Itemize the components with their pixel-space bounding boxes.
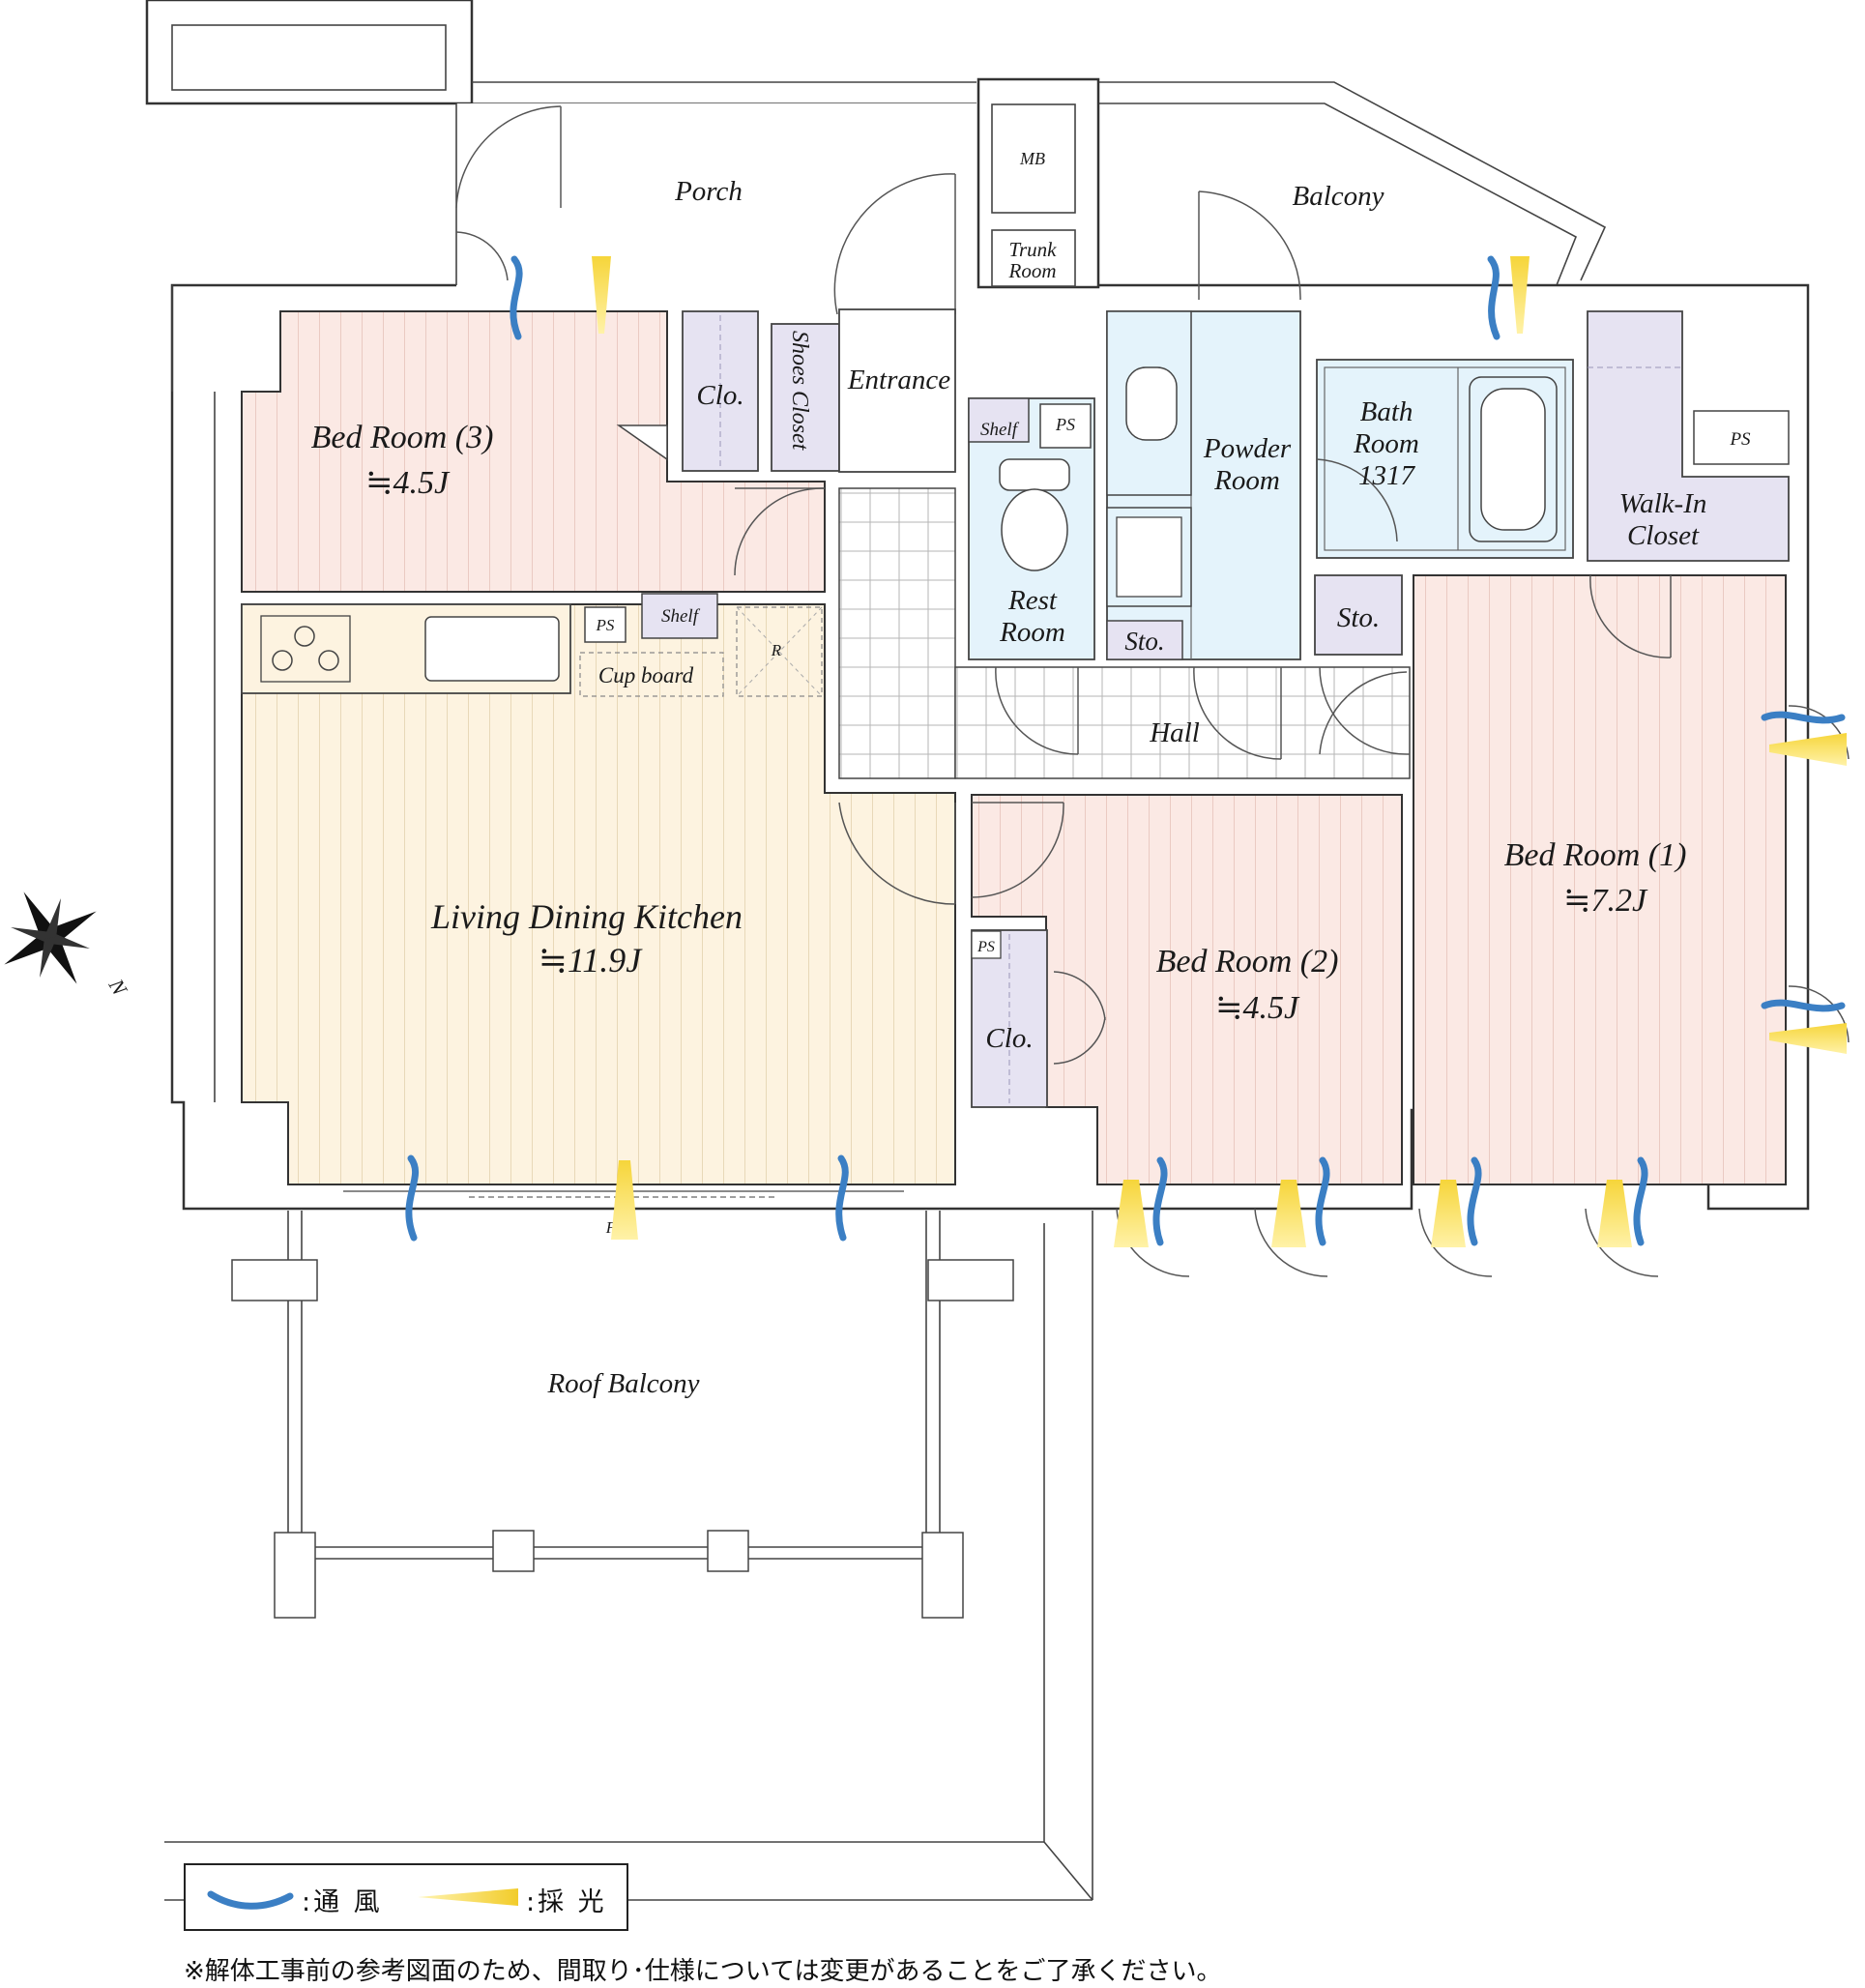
rest-shelf-label: Shelf xyxy=(980,420,1020,440)
bath-room-label-1: Bath xyxy=(1360,396,1413,427)
light-legend-icon xyxy=(418,1888,518,1906)
powder-room: Sto. Powder Room xyxy=(1106,310,1301,660)
mb-trunk: MB Trunk Room xyxy=(976,77,1100,289)
compass-north-label: N xyxy=(103,974,132,1000)
rest-room-label-2: Room xyxy=(999,617,1065,648)
bath-room-label-2: Room xyxy=(1353,428,1419,459)
closet-top: Clo. Shoes Closet xyxy=(682,310,881,472)
disclaimer-note: ※解体工事前の参考図面のため、間取り･仕様については変更があることをご了承くださ… xyxy=(184,1957,1222,1986)
roof-balcony-label: Roof Balcony xyxy=(546,1368,699,1399)
storage-right: Sto. xyxy=(1314,574,1403,656)
bedroom-2-size: ≒4.5J xyxy=(1215,990,1300,1026)
trunk-label-1: Trunk xyxy=(1008,238,1057,261)
porch: Porch xyxy=(455,103,978,315)
entrance-hall: Entrance Hall xyxy=(838,308,1411,779)
bedroom-3-size: ≒4.5J xyxy=(365,465,451,501)
ldk-size: ≒11.9J xyxy=(539,941,643,979)
bedroom-1-name: Bed Room (1) xyxy=(1504,837,1687,873)
hall-label: Hall xyxy=(1149,717,1200,748)
mb-label: MB xyxy=(1019,149,1045,168)
roof-balcony: Roof Balcony xyxy=(164,1211,1093,1901)
bedroom-2-name: Bed Room (2) xyxy=(1156,944,1339,979)
bedroom-1: Bed Room (1) ≒7.2J xyxy=(1413,574,1850,1185)
ldk-name: Living Dining Kitchen xyxy=(430,897,743,936)
balcony-top: Balcony xyxy=(1198,181,1384,301)
shoes-closet-label: Shoes Closet xyxy=(787,331,812,452)
storage-right-label: Sto. xyxy=(1337,602,1380,633)
floor-plan: Porch MB Trunk Room Balcony Bed Room (3)… xyxy=(4,0,1850,1901)
kitchen-shelf-label: Shelf xyxy=(661,606,701,627)
bedroom-2-closet-label: Clo. xyxy=(985,1023,1033,1054)
walkin-ps-label: PS xyxy=(1729,429,1751,450)
living-dining-kitchen: PS Shelf Cup board R Living Dining Kitch… xyxy=(241,593,956,1237)
wind-legend-icon xyxy=(207,1890,294,1910)
light-legend-label: :採 光 xyxy=(526,1887,607,1917)
walk-in-closet: PS Walk-In Closet xyxy=(1587,310,1790,562)
compass-icon xyxy=(4,892,97,984)
walk-in-closet-label-2: Closet xyxy=(1627,520,1700,551)
closet-top-label: Clo. xyxy=(696,380,743,411)
porch-label: Porch xyxy=(674,176,743,207)
fridge-label: R xyxy=(771,641,782,659)
bedroom-bottom-doors xyxy=(1116,1208,1659,1277)
daylight-markers xyxy=(592,256,1847,1247)
bedroom-1-size: ≒7.2J xyxy=(1563,883,1648,919)
wind-legend-label: :通 風 xyxy=(302,1887,383,1917)
cupboard-label: Cup board xyxy=(598,663,694,687)
legend: :通 風 :採 光 xyxy=(184,1863,628,1931)
powder-sto-label: Sto. xyxy=(1124,627,1164,656)
powder-room-label-2: Room xyxy=(1213,465,1280,496)
balcony-label: Balcony xyxy=(1292,181,1384,212)
ventilation-markers xyxy=(405,255,1846,1246)
trunk-label-2: Room xyxy=(1008,259,1057,282)
rest-room: Shelf PS Rest Room xyxy=(968,397,1095,660)
powder-room-label-1: Powder xyxy=(1203,433,1292,464)
rest-room-label-1: Rest xyxy=(1007,585,1058,616)
walk-in-closet-label-1: Walk-In xyxy=(1619,488,1707,519)
bath-room: Bath Room 1317 xyxy=(1316,359,1574,559)
entrance-label: Entrance xyxy=(847,365,950,395)
kitchen-ps-label: PS xyxy=(596,616,615,634)
bedroom-3-name: Bed Room (3) xyxy=(311,420,494,455)
rest-ps-label: PS xyxy=(1055,415,1075,434)
bedroom-2: PS Clo. Bed Room (2) ≒4.5J xyxy=(971,794,1403,1185)
bedroom-3: Bed Room (3) ≒4.5J xyxy=(241,310,826,593)
bath-room-label-3: 1317 xyxy=(1358,460,1416,491)
bedroom-2-ps-label: PS xyxy=(976,939,995,955)
